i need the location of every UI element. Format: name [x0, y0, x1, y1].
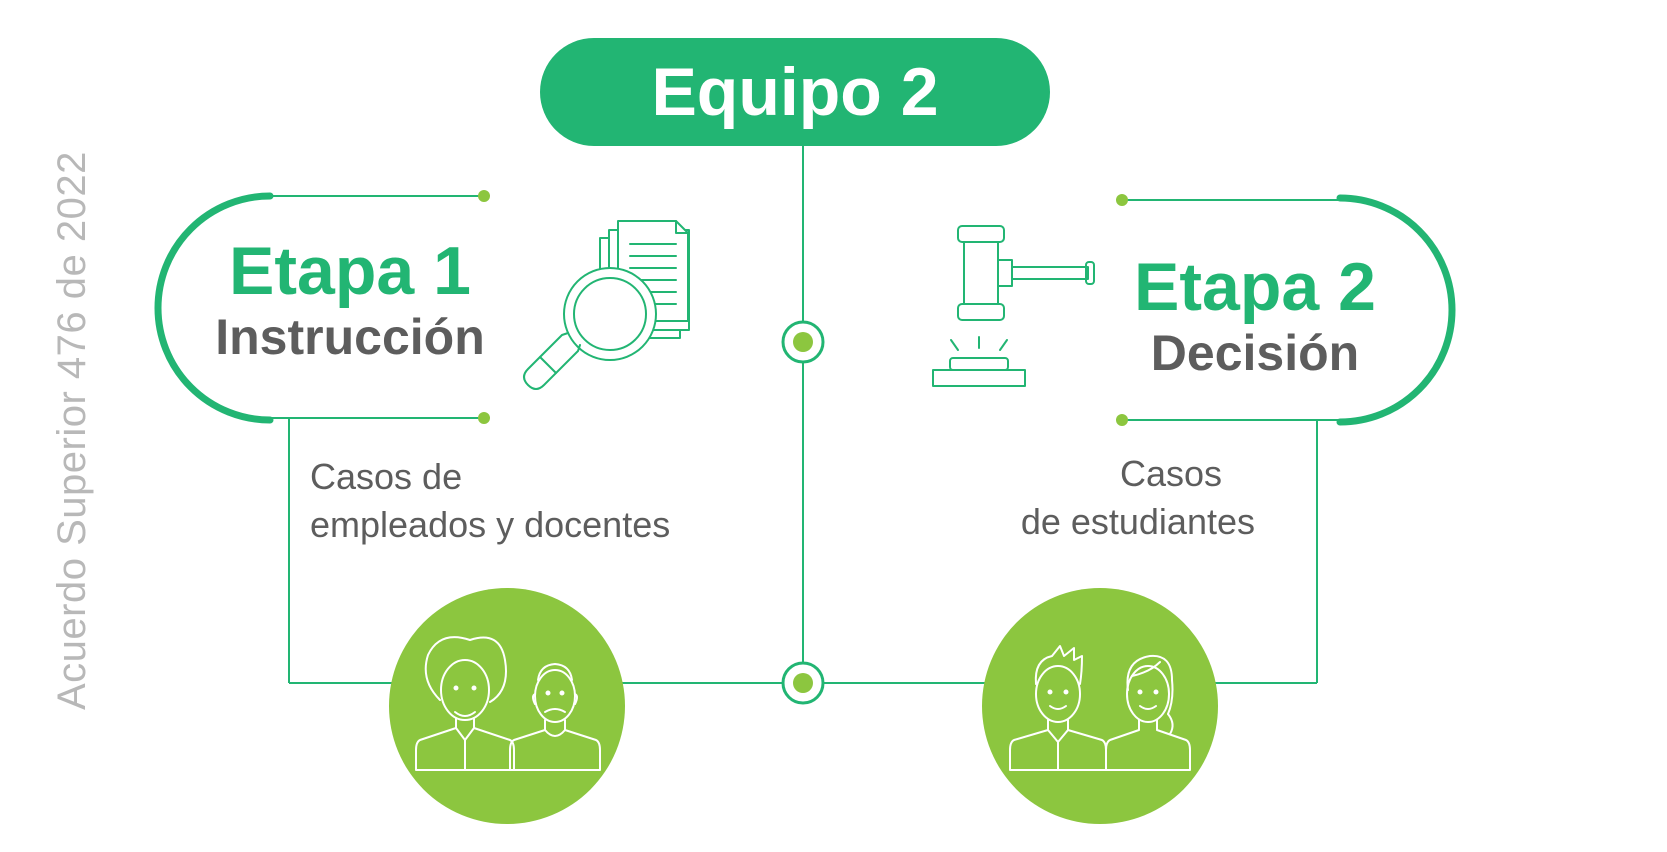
young-man-young-woman-icon [1009, 645, 1191, 771]
stage1-bottom-dot [478, 412, 490, 424]
stage2-subtitle: Decisión [1150, 325, 1360, 381]
stage1-cases-line2: empleados y docentes [310, 504, 671, 545]
stage1-cases-line1: Casos de [310, 456, 463, 497]
center-node-top [781, 320, 825, 364]
people-circle-students [982, 588, 1218, 824]
gavel-icon [932, 225, 1095, 387]
stage2-title: Etapa 2 [1134, 249, 1376, 325]
stage1-cases: Casos de empleados y docentes [310, 453, 670, 549]
stage2-arc [1336, 194, 1456, 426]
center-node-bottom [781, 661, 825, 705]
stage1-title: Etapa 1 [229, 233, 471, 309]
stage2-cases: Casos de estudiantes [975, 450, 1255, 546]
side-caption: Acuerdo Superior 476 de 2022 [50, 151, 94, 710]
stage1-top-dot [478, 190, 490, 202]
header-pill: Equipo 2 [540, 38, 1050, 146]
adult-woman-elderly-man-icon [415, 636, 601, 771]
stage1-arc [154, 192, 274, 424]
stage2-bottom-dot [1116, 414, 1128, 426]
people-circle-employees [389, 588, 625, 824]
stage2-top-dot [1116, 194, 1128, 206]
stage2-cases-line2: de estudiantes [1020, 501, 1255, 542]
stage1-subtitle: Instrucción [215, 309, 485, 365]
document-magnifier-icon [523, 220, 690, 390]
stage2-cases-line1: Casos [1119, 453, 1222, 494]
